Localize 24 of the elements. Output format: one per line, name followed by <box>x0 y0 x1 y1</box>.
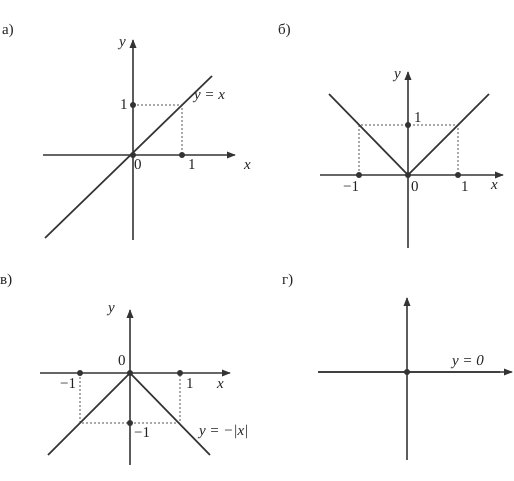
axis-label: y <box>119 34 126 50</box>
tick-label: 0 <box>118 353 126 369</box>
tick-label: −1 <box>134 425 150 441</box>
tick-label: 1 <box>461 179 468 195</box>
axis-label: x <box>244 157 251 173</box>
axis-label: y <box>394 66 401 82</box>
tick-label: −1 <box>343 179 359 195</box>
panel-label: а) <box>2 22 14 38</box>
function-label: y = 0 <box>452 353 484 369</box>
tick-label: 0 <box>411 179 418 195</box>
panel-label: г) <box>282 272 294 288</box>
tick-label: −1 <box>60 376 76 392</box>
tick-label: 1 <box>188 157 196 173</box>
axis-label: x <box>217 376 224 392</box>
function-label: y = x <box>194 87 225 103</box>
tick-label: 1 <box>414 110 422 126</box>
axis-label: x <box>491 177 498 193</box>
panel-label: в) <box>0 272 12 288</box>
function-label: y = −|x| <box>199 423 248 439</box>
tick-label: 1 <box>120 97 128 113</box>
panel-label: б) <box>278 22 291 38</box>
axis-label: y <box>108 300 115 316</box>
tick-label: 0 <box>134 157 142 173</box>
tick-label: 1 <box>186 376 194 392</box>
